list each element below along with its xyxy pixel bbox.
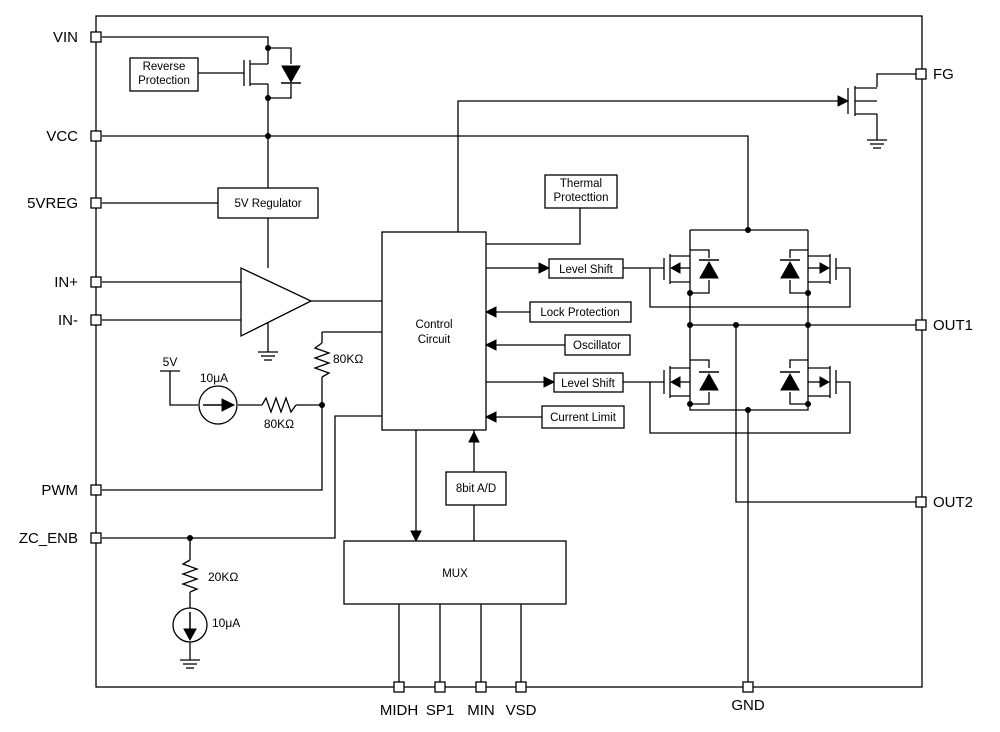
opamp-ground-symbol — [258, 351, 278, 361]
resistor-zc-symbol — [181, 559, 199, 593]
current-source-bottom-symbol — [172, 607, 208, 643]
mux-label: MUX — [442, 568, 468, 580]
chip-outline — [95, 15, 923, 688]
thermal-protection-line1: Thermal — [560, 178, 602, 190]
pin-out2: OUT2 — [933, 494, 973, 511]
pin-vcc: VCC — [46, 128, 78, 145]
hbridge-high-right — [780, 254, 837, 284]
pin-in-minus: IN- — [58, 312, 78, 329]
pin-zc-enb: ZC_ENB — [19, 530, 78, 547]
resistor-series-symbol — [261, 396, 297, 414]
pin-vin: VIN — [53, 29, 78, 46]
lock-protection-label: Lock Protection — [540, 307, 619, 319]
pin-sp1: SP1 — [426, 702, 454, 719]
control-circuit-box — [381, 231, 487, 431]
level-shift-bottom-box — [553, 372, 624, 393]
input-mosfet — [243, 60, 268, 86]
pin-5vreg: 5VREG — [27, 195, 78, 212]
oscillator-label: Oscillator — [573, 340, 621, 352]
control-circuit-line1: Control — [415, 319, 452, 331]
current-source-top-label: 10μA — [200, 371, 228, 385]
pin-in-plus: IN+ — [54, 274, 78, 291]
resistor-pullup-label: 80KΩ — [333, 352, 363, 366]
resistor-pullup-symbol — [313, 342, 331, 378]
thermal-protection-line2: Protecttion — [554, 192, 609, 204]
arrowheads — [410, 95, 850, 543]
fg-ground-symbol — [867, 139, 887, 149]
pin-pads — [90, 31, 927, 693]
pin-pwm: PWM — [41, 482, 78, 499]
mux-box — [343, 540, 567, 605]
level-shift-top-label: Level Shift — [559, 264, 614, 276]
reverse-protection-box — [129, 57, 199, 92]
supply-5v-label: 5V — [163, 355, 178, 369]
current-limit-box — [541, 405, 625, 429]
hbridge-high-left — [663, 254, 719, 284]
pin-midh: MIDH — [380, 702, 418, 719]
adc-label: 8bit A/D — [456, 483, 496, 495]
junctions — [187, 45, 811, 541]
hbridge-low-right — [780, 366, 837, 398]
resistor-series-label: 80KΩ — [264, 417, 294, 431]
current-source-bottom-label: 10μA — [212, 616, 240, 630]
wires — [102, 36, 916, 682]
input-diode — [281, 65, 301, 84]
current-limit-label: Current Limit — [550, 412, 617, 424]
pin-out1: OUT1 — [933, 317, 973, 334]
pin-fg: FG — [933, 66, 954, 83]
hbridge-low-left — [663, 366, 719, 398]
level-shift-bottom-label: Level Shift — [561, 378, 616, 390]
pin-min: MIN — [467, 702, 495, 719]
adc-box — [445, 471, 507, 506]
regulator-label: 5V Regulator — [234, 198, 301, 210]
pin-vsd: VSD — [506, 702, 537, 719]
resistor-zc-label: 20KΩ — [208, 570, 238, 584]
level-shift-top-box — [548, 258, 624, 279]
pin-gnd: GND — [731, 697, 765, 714]
opamp — [240, 266, 313, 338]
thermal-protection-box — [544, 174, 618, 209]
lock-protection-box — [529, 301, 632, 323]
oscillator-box — [564, 334, 631, 356]
reverse-protection-line1: Reverse — [143, 61, 186, 73]
current-source-top-symbol — [198, 385, 238, 425]
reverse-protection-line2: Protection — [138, 75, 190, 87]
zc-ground-symbol — [180, 659, 200, 669]
fg-mosfet — [847, 86, 877, 116]
control-circuit-line2: Circuit — [418, 334, 451, 346]
regulator-box — [217, 187, 319, 219]
